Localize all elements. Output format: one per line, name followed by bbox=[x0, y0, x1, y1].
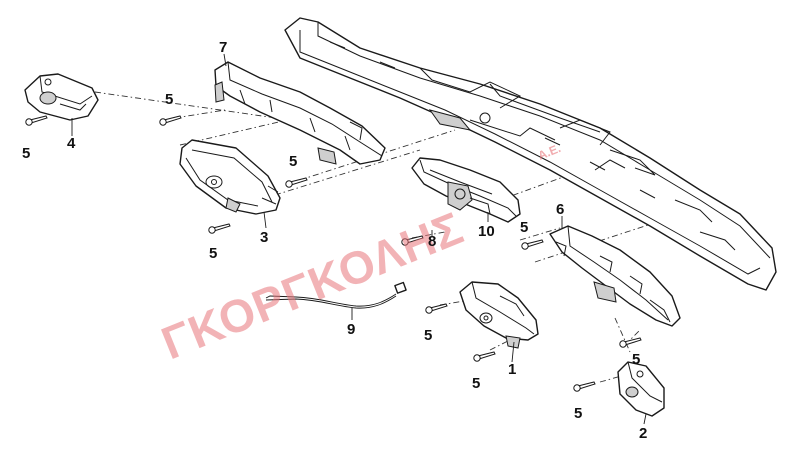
callout-5-e: 5 bbox=[520, 219, 528, 236]
callout-5-g: 5 bbox=[472, 375, 480, 392]
callout-5-b: 5 bbox=[165, 91, 173, 108]
screw-icon bbox=[285, 177, 308, 188]
callout-5-c: 5 bbox=[289, 153, 297, 170]
callouts: 7 4 3 10 8 6 9 1 2 5 5 5 5 5 5 5 5 5 bbox=[22, 39, 647, 442]
part-9-wire bbox=[265, 281, 407, 309]
callout-5-d: 5 bbox=[209, 245, 217, 262]
callout-9: 9 bbox=[347, 321, 355, 338]
callout-5-i: 5 bbox=[574, 405, 582, 422]
callout-4: 4 bbox=[67, 135, 76, 152]
callout-7: 7 bbox=[219, 39, 227, 56]
screw-icon bbox=[521, 239, 544, 250]
part-10-center-lens bbox=[411, 157, 521, 223]
screw-icon bbox=[401, 235, 424, 246]
callout-3: 3 bbox=[260, 229, 268, 246]
screw-icon bbox=[25, 115, 48, 126]
screw-icon bbox=[208, 223, 231, 234]
screw-icon bbox=[159, 115, 182, 126]
rear-bracket-main bbox=[284, 17, 777, 291]
part-1-lens bbox=[459, 281, 539, 349]
callout-5-h: 5 bbox=[632, 351, 640, 368]
screw-icon bbox=[619, 337, 642, 348]
screw-icon bbox=[425, 303, 448, 314]
callout-6: 6 bbox=[556, 201, 564, 218]
callout-5-f: 5 bbox=[424, 327, 432, 344]
callout-10: 10 bbox=[478, 223, 495, 240]
part-6-bracket bbox=[549, 225, 681, 327]
watermark-text: ΓΚΟΡΓΚΟΛΗΣ bbox=[154, 201, 470, 369]
callout-2: 2 bbox=[639, 425, 647, 442]
screw-icon bbox=[473, 351, 496, 362]
callout-5-a: 5 bbox=[22, 145, 30, 162]
part-3-lens bbox=[179, 139, 281, 215]
callout-8: 8 bbox=[428, 233, 436, 250]
screw-icon bbox=[573, 381, 596, 392]
callout-1: 1 bbox=[508, 361, 516, 378]
part-2-lamp bbox=[617, 361, 665, 417]
screws bbox=[25, 115, 642, 392]
leader-lines bbox=[71, 53, 647, 425]
part-7-bracket bbox=[214, 61, 386, 165]
part-4-lamp bbox=[24, 73, 99, 121]
